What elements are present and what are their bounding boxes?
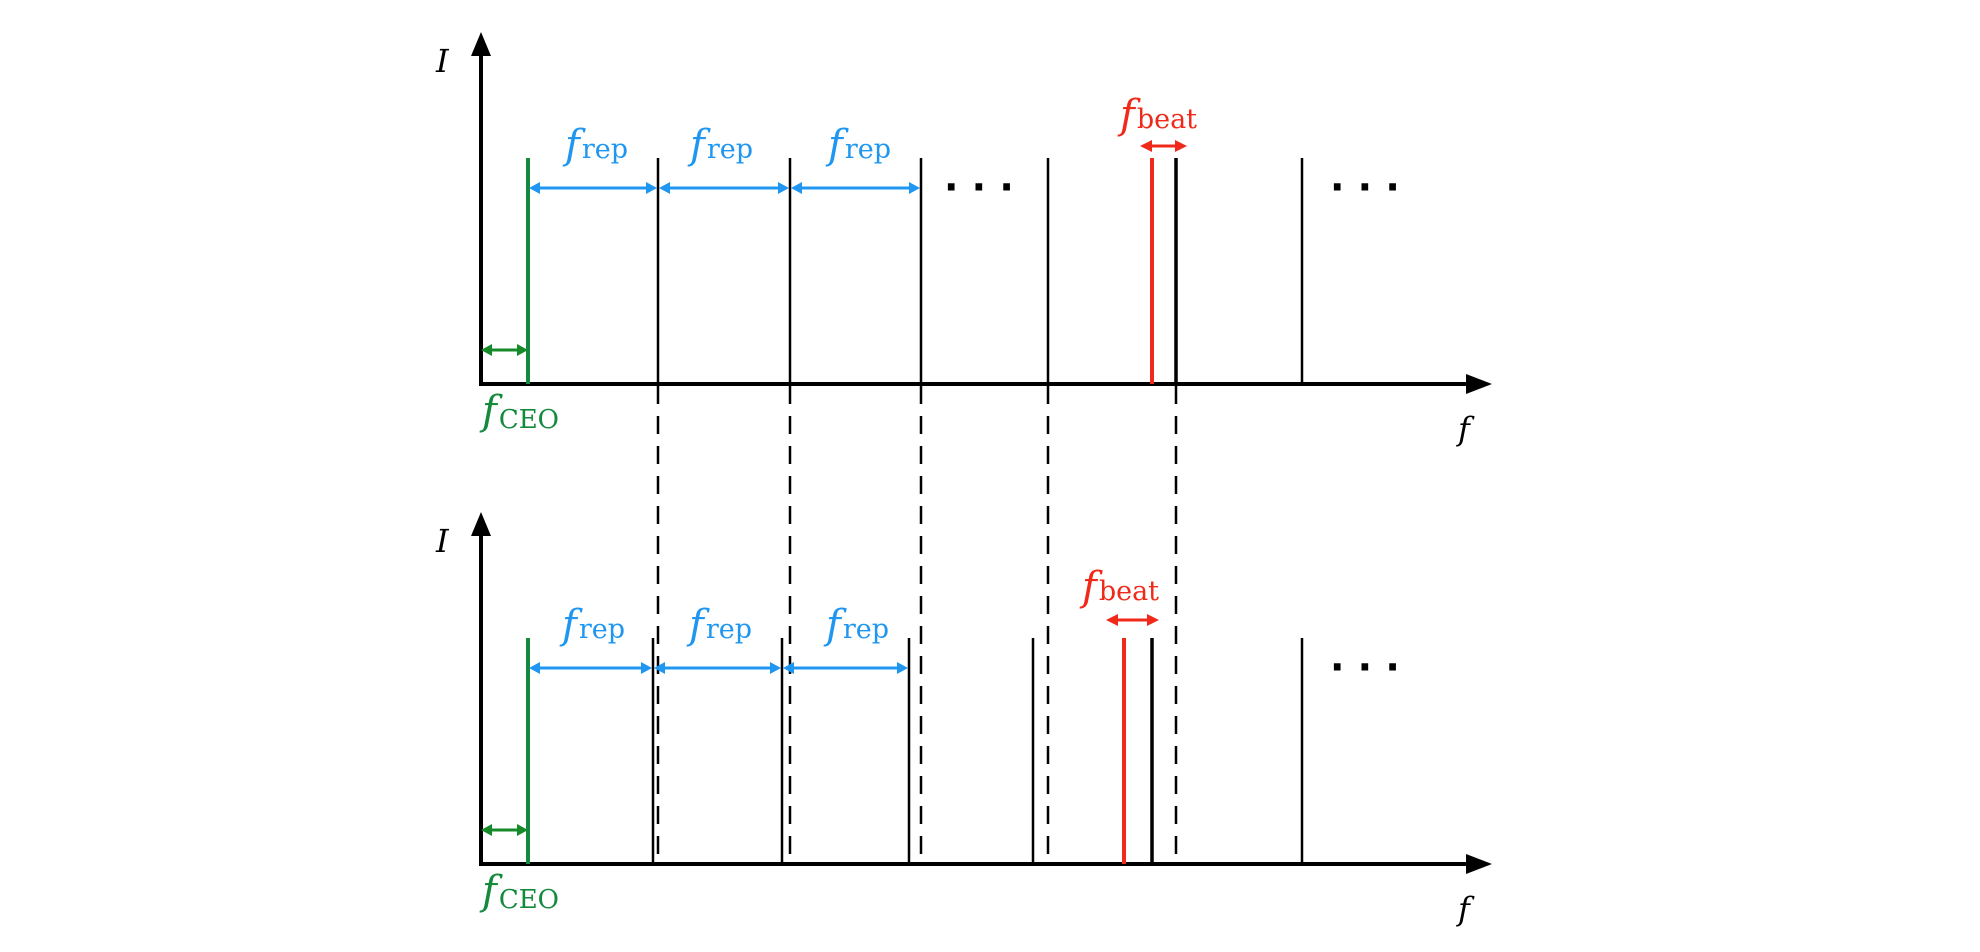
- top-rep-label-3: frep: [825, 122, 891, 168]
- top-ellipsis-2: · · ·: [1330, 165, 1400, 209]
- bottom-panel: I f fCEO frep: [435, 512, 1492, 928]
- bottom-rep-label-2: frep: [686, 602, 752, 648]
- bottom-ellipsis: · · ·: [1330, 645, 1400, 689]
- bottom-ceo-label: fCEO: [479, 868, 559, 915]
- dashed-connectors: [656, 386, 1178, 862]
- top-x-axis-label: f: [1456, 410, 1475, 448]
- top-y-axis-arrowhead: [471, 32, 491, 56]
- top-ceo-arrow: [481, 344, 528, 356]
- bottom-x-axis-arrowhead: [1466, 854, 1492, 874]
- bottom-y-axis-label: I: [435, 522, 450, 560]
- top-y-axis-label: I: [435, 42, 450, 80]
- bottom-y-axis-arrowhead: [471, 512, 491, 536]
- top-beat-label: fbeat: [1117, 92, 1197, 138]
- top-ceo-label: fCEO: [479, 388, 559, 435]
- bottom-rep-arrows: [529, 662, 908, 674]
- bottom-beat-arrow: [1106, 614, 1159, 626]
- top-rep-label-2: frep: [687, 122, 753, 168]
- top-rep-arrows: [529, 182, 920, 194]
- bottom-ceo-arrow: [481, 824, 528, 836]
- bottom-rep-label-1: frep: [559, 602, 625, 648]
- bottom-rep-label-3: frep: [823, 602, 889, 648]
- top-beat-arrow: [1140, 140, 1187, 152]
- top-rep-label-1: frep: [562, 122, 628, 168]
- top-x-axis-arrowhead: [1466, 374, 1492, 394]
- bottom-x-axis-label: f: [1456, 890, 1475, 928]
- top-panel: I f fCEO: [435, 32, 1492, 448]
- bottom-beat-label: fbeat: [1079, 564, 1159, 610]
- top-ellipsis-1: · · ·: [944, 165, 1014, 209]
